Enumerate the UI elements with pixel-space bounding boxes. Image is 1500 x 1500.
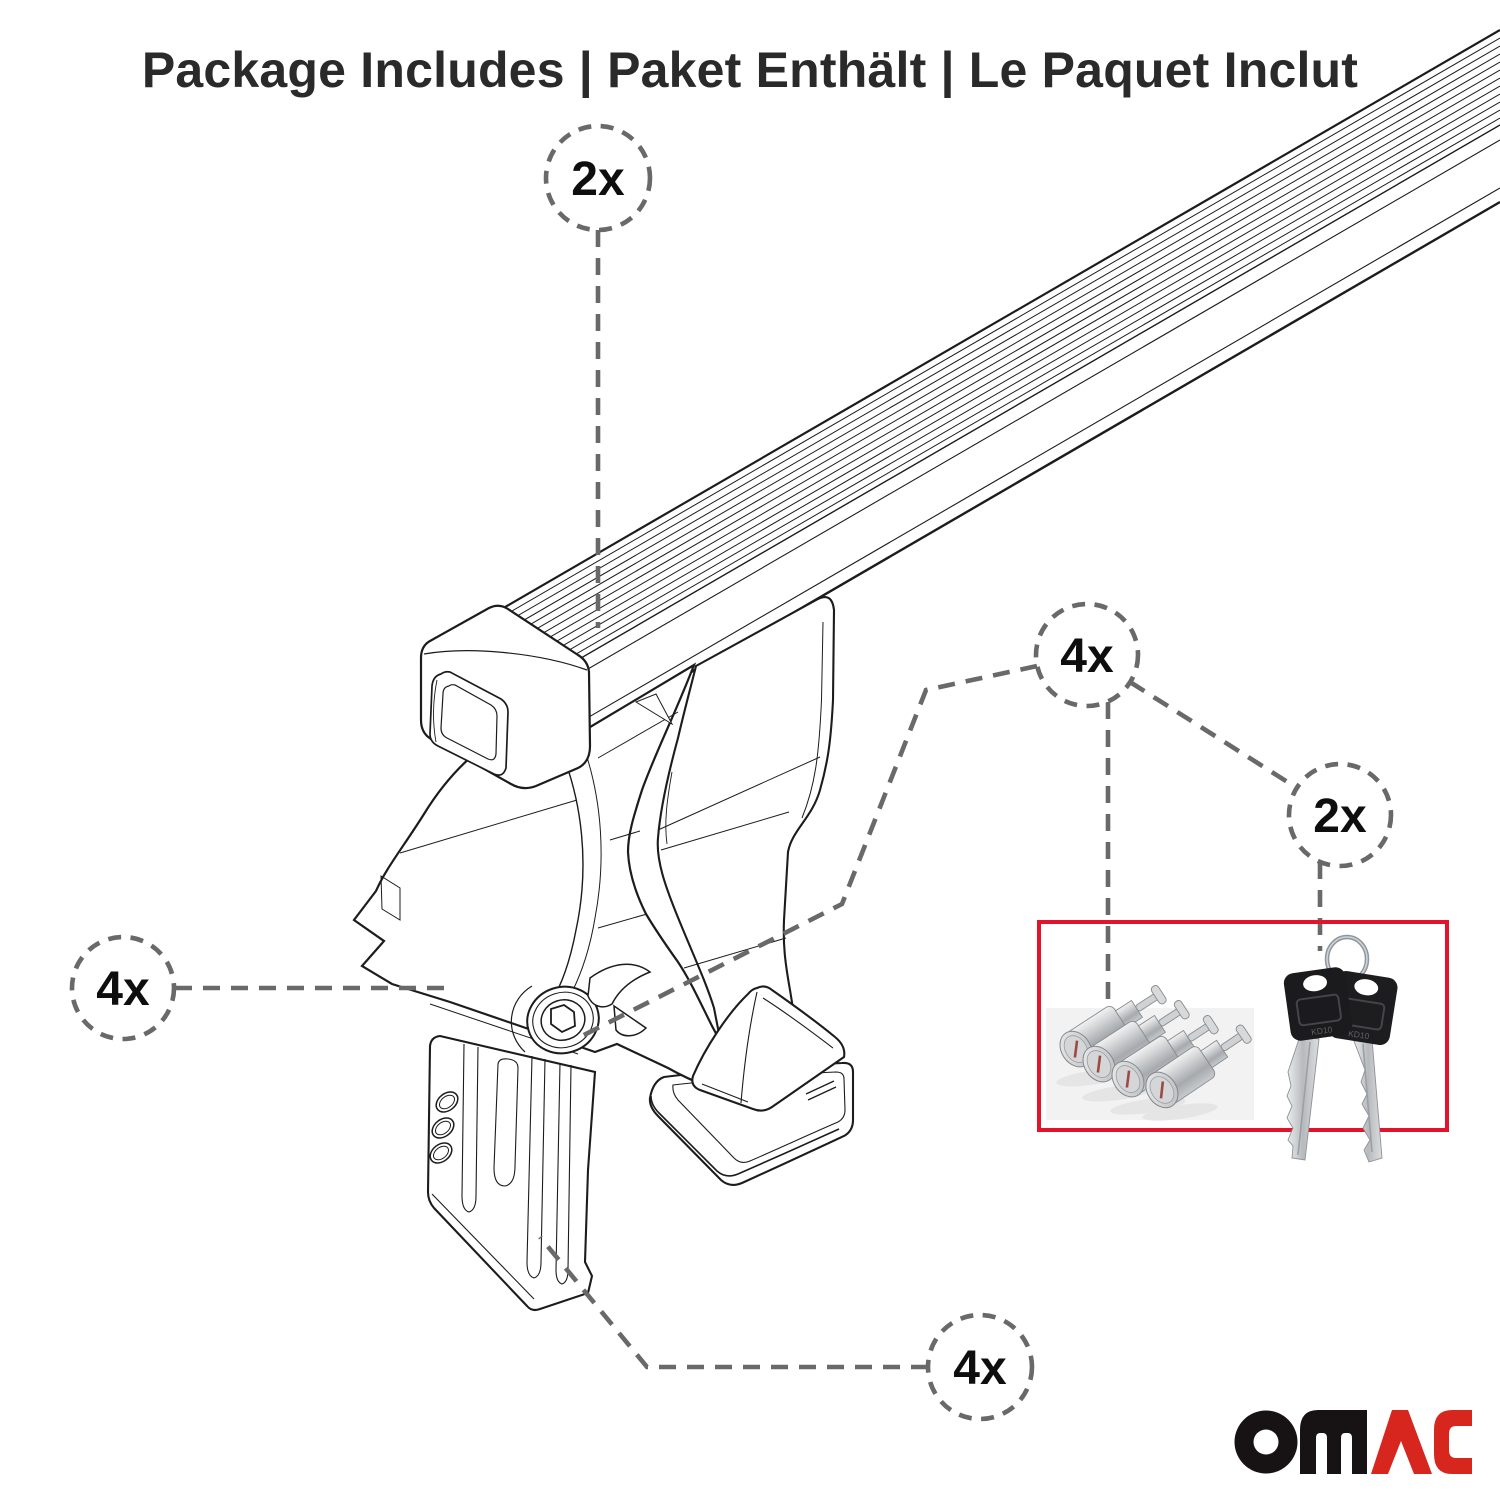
legend-box: KD10 KD10 — [1037, 920, 1449, 1163]
callout-connectors — [175, 230, 1323, 1370]
callout-bar-circle — [543, 123, 653, 233]
callout-bracket-circle — [925, 1312, 1035, 1422]
callout-foot-label: 4x — [96, 963, 150, 1016]
base-pad-wedge — [691, 985, 846, 1112]
lock-cylinder — [1145, 1024, 1252, 1109]
callout-bar-label: 2x — [571, 153, 625, 206]
connector-hexbolt — [580, 663, 1038, 1039]
key-head: KD10 — [1283, 967, 1353, 1041]
clamp-strap — [656, 596, 836, 1082]
logo-letter-c — [1434, 1410, 1472, 1474]
callout-locks-circle — [1033, 601, 1141, 709]
cross-bar — [489, 29, 1500, 743]
callouts: 2x 4x 2x 4x 4x — [69, 123, 1394, 1422]
logo-letter-m — [1300, 1410, 1367, 1474]
callout-foot: 4x — [69, 934, 177, 1042]
callout-foot-circle — [69, 934, 177, 1042]
callout-keys-label: 2x — [1313, 790, 1367, 843]
connector-bracket — [538, 1235, 928, 1370]
callout-keys: 2x — [1286, 761, 1394, 869]
key-blade — [1286, 1035, 1320, 1161]
hex-bolt-boss — [510, 963, 652, 1055]
connector-locks-keys — [1128, 680, 1299, 790]
mounting-bracket — [426, 1034, 597, 1312]
end-cap — [419, 604, 592, 790]
brand-logo — [1234, 1410, 1472, 1474]
mounting-foot — [352, 662, 756, 1104]
callout-bar: 2x — [543, 123, 653, 233]
callout-keys-circle — [1286, 761, 1394, 869]
callout-bracket-label: 4x — [953, 1342, 1007, 1395]
key-code-label: KD10 — [1311, 1024, 1334, 1037]
logo-letter-o — [1234, 1410, 1298, 1474]
callout-locks: 4x — [1033, 601, 1141, 709]
logo-letter-a — [1371, 1410, 1432, 1474]
key-code-label: KD10 — [1347, 1028, 1370, 1041]
keys-photo: KD10 KD10 — [1283, 934, 1398, 1163]
callout-bracket: 4x — [925, 1312, 1035, 1422]
lock-cylinder — [1082, 1000, 1190, 1083]
page-title: Package Includes | Paket Enthält | Le Pa… — [142, 42, 1358, 99]
legend-border — [1037, 920, 1449, 1132]
lock-cylinders-photo — [1046, 985, 1254, 1121]
callout-locks-label: 4x — [1060, 630, 1114, 683]
